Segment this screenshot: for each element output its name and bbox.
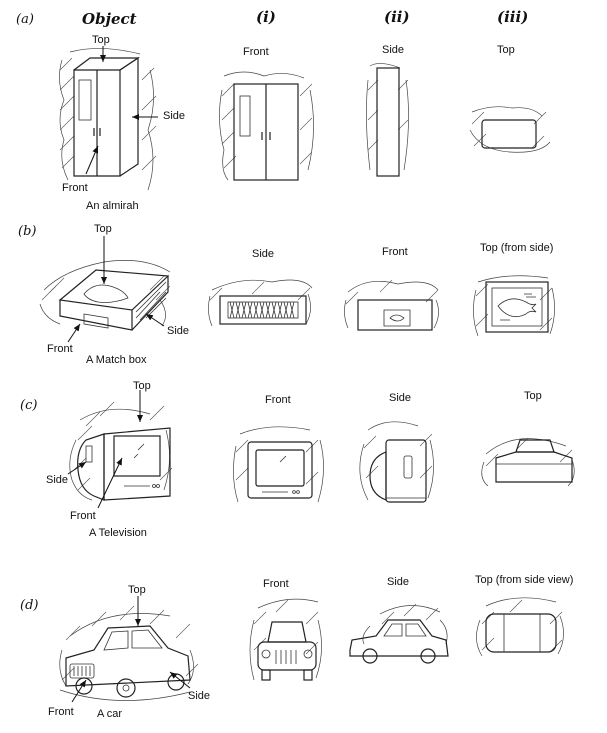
television-view-i-label: Front (265, 394, 291, 406)
car-top-view-drawing (476, 597, 564, 657)
television-front-view-drawing (233, 426, 324, 503)
matchbox-view-ii-label: Front (382, 246, 408, 258)
matchbox-top-view-drawing (473, 275, 555, 337)
matchbox-side-view-drawing (208, 279, 313, 327)
car-front-callout: Front (48, 706, 74, 718)
almirah-view-ii-label: Side (382, 44, 405, 56)
almirah-side-view-drawing (366, 63, 409, 177)
almirah-object-drawing (59, 48, 157, 191)
row-label-d: (d) (20, 598, 39, 613)
car-side-view-drawing (349, 603, 449, 664)
header-col-i: (i) (256, 8, 276, 26)
matchbox-top-callout: Top (94, 223, 112, 235)
almirah-top-callout: Top (92, 34, 110, 46)
matchbox-side-callout: Side (167, 325, 190, 337)
matchbox-front-callout: Front (47, 343, 73, 355)
almirah-object-name: An almirah (86, 200, 139, 212)
almirah-view-i-label: Front (243, 46, 269, 58)
television-object-drawing (69, 401, 173, 501)
television-front-callout: Front (70, 510, 96, 522)
matchbox-object-drawing (39, 260, 171, 331)
car-object-name: A car (97, 708, 123, 720)
television-view-iii-label: Top (524, 390, 542, 402)
television-object-name: A Television (89, 527, 147, 539)
car-front-view-drawing (249, 598, 322, 681)
television-top-view-drawing (481, 437, 575, 487)
almirah-front-callout: Front (62, 182, 88, 194)
row-label-a: (a) (16, 12, 34, 27)
matchbox-front-view-drawing (344, 279, 439, 331)
car-view-iii-label: Top (from side view) (475, 574, 574, 586)
header-col-iii: (iii) (497, 8, 529, 26)
almirah-top-view-drawing (469, 106, 551, 153)
car-side-callout: Side (188, 690, 211, 702)
matchbox-view-iii-label: Top (from side) (480, 242, 554, 254)
row-label-b: (b) (18, 224, 37, 239)
car-view-ii-label: Side (387, 576, 410, 588)
television-view-ii-label: Side (389, 392, 412, 404)
header-object: Object (82, 10, 137, 28)
almirah-side-callout: Side (163, 110, 186, 122)
matchbox-view-i-label: Side (252, 248, 275, 260)
car-object-drawing (59, 605, 199, 701)
almirah-front-view-drawing (219, 71, 314, 181)
car-view-i-label: Front (263, 578, 289, 590)
television-side-view-drawing (359, 421, 434, 503)
row-label-c: (c) (20, 398, 38, 413)
header-col-ii: (ii) (384, 8, 410, 26)
car-top-callout: Top (128, 584, 146, 596)
television-top-callout: Top (133, 380, 151, 392)
almirah-view-iii-label: Top (497, 44, 515, 56)
matchbox-object-name: A Match box (86, 354, 147, 366)
television-side-callout: Side (46, 474, 69, 486)
